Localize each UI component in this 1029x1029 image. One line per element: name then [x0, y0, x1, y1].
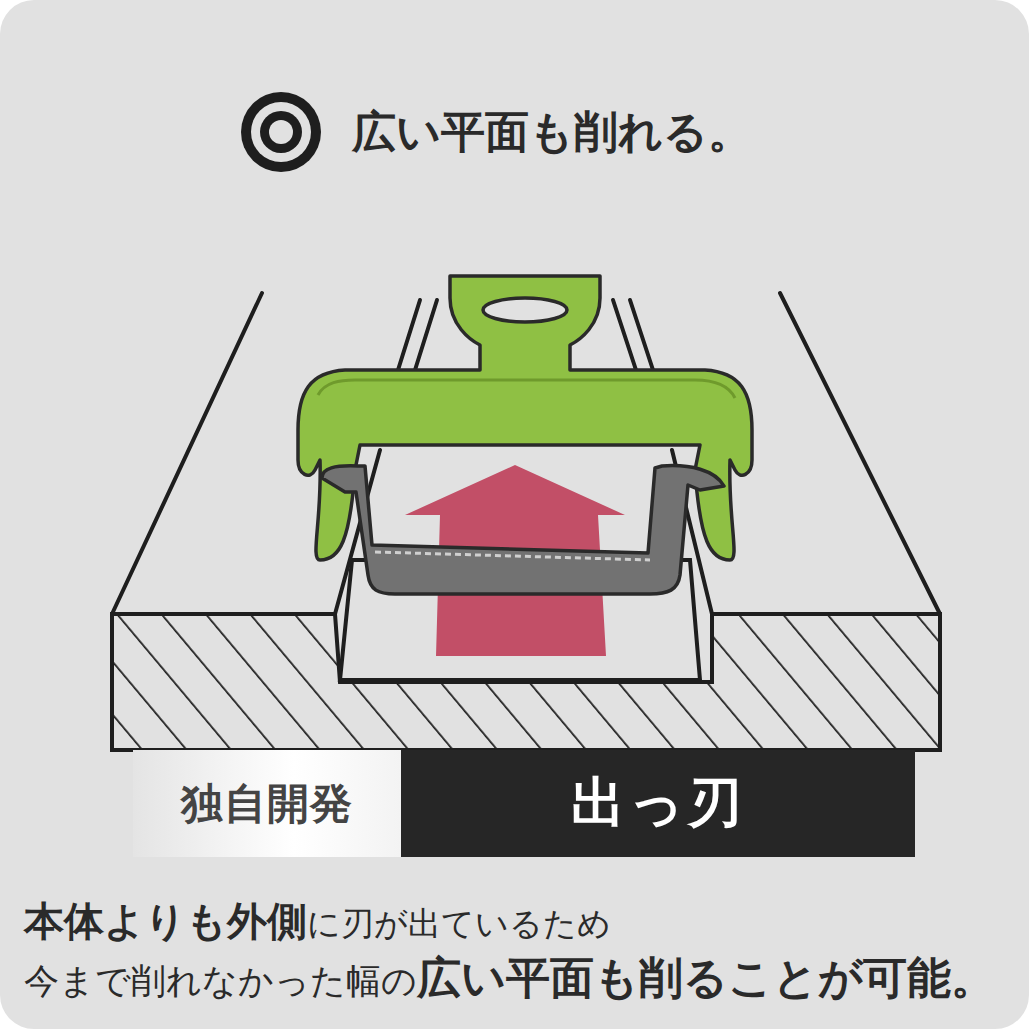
caption-text: 広い平面も削ることが可能。: [417, 952, 995, 1003]
caption-line: 本体よりも外側に刃が出ているため: [24, 893, 611, 958]
tag-box: 独自開発: [133, 750, 401, 857]
title: 広い平面も削れる。: [352, 104, 752, 160]
caption-text: 今まで削れなかった幅の: [24, 961, 417, 1001]
blade: [322, 466, 724, 594]
box-label: 独自開発: [181, 776, 353, 832]
box-label: 出っ刃: [571, 767, 746, 840]
caption-text: 本体よりも外側: [24, 898, 307, 944]
double-circle-mark: [241, 92, 321, 172]
feature-box: 出っ刃: [401, 750, 915, 857]
caption-text: に刃が出ているため: [307, 904, 611, 943]
caption-line: 今まで削れなかった幅の広い平面も削ることが可能。: [24, 950, 995, 1016]
